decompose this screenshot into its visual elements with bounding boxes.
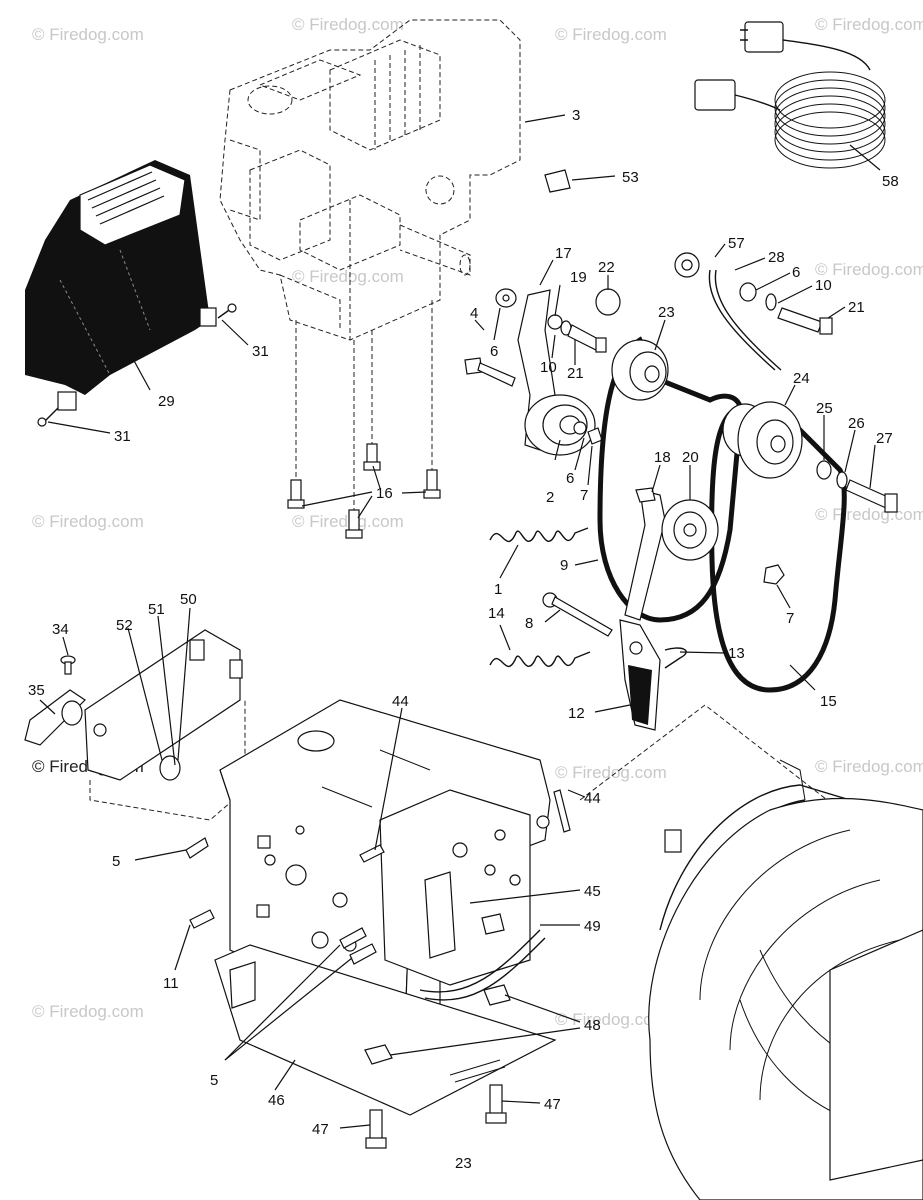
part-label: 14 [488, 605, 505, 622]
part-label: 13 [728, 645, 745, 662]
watermark: © Firedog.com [292, 512, 404, 531]
watermark: © Firedog.com [32, 1002, 144, 1021]
bottom-plate-46 [214, 944, 557, 1116]
part-label: 23 [658, 304, 675, 321]
drive-pulley-23 [611, 339, 669, 401]
bolt-4 [464, 357, 516, 387]
watermark: © Firedog.com [555, 25, 667, 44]
hairpin-13 [664, 647, 687, 669]
part-label: 6 [566, 470, 574, 487]
part-label: 26 [848, 415, 865, 432]
watermark: © Firedog.com [815, 260, 923, 279]
part-label: 15 [820, 693, 837, 710]
part-label: 2 [546, 489, 554, 506]
part-label: 10 [540, 359, 557, 376]
page-number: 23 [455, 1155, 472, 1172]
watermark: © Firedog.com [555, 1010, 667, 1029]
part-label: 27 [876, 430, 893, 447]
idler-bracket [517, 289, 603, 456]
bracket-50 [84, 629, 243, 781]
part-label: 35 [28, 682, 45, 699]
idler-arm [624, 487, 719, 621]
cover-screws [37, 303, 237, 427]
part-label: 5 [210, 1072, 218, 1089]
watermark: © Firedog.com [292, 15, 404, 34]
shift-rod [674, 252, 833, 371]
part-label: 49 [584, 918, 601, 935]
part-label: 21 [848, 299, 865, 316]
part-label: 58 [882, 173, 899, 190]
part-label: 16 [376, 485, 393, 502]
watermark: © Firedog.com [815, 15, 923, 34]
part-labels: 3 53 58 57 28 6 10 21 17 19 22 4 6 10 21… [28, 107, 899, 1138]
part-label: 46 [268, 1092, 285, 1109]
rivet-34 [60, 655, 76, 675]
leader-lines [39, 114, 881, 1129]
bolts-lower [185, 789, 571, 1149]
spring-1 [489, 527, 589, 543]
part-label: 47 [312, 1121, 329, 1138]
part-label: 31 [114, 428, 131, 445]
part-label: 5 [112, 853, 120, 870]
part-label: 44 [584, 790, 601, 807]
watermark: © Firedog.com [815, 757, 923, 776]
pulley-24 [722, 401, 803, 479]
part-label: 47 [544, 1096, 561, 1113]
part-label: 11 [163, 975, 179, 992]
part-label: 50 [180, 591, 197, 608]
part-label: 45 [584, 883, 601, 900]
part-label: 25 [816, 400, 833, 417]
watermark: © Firedog.com [32, 512, 144, 531]
part-label: 31 [252, 343, 269, 360]
pulley-hardware [816, 460, 898, 513]
watermark: © Firedog.com [32, 25, 144, 44]
extension-cord [694, 21, 886, 169]
rod-and-fittings [364, 913, 546, 1065]
part-label: 44 [392, 693, 409, 710]
part-label: 6 [792, 264, 800, 281]
part-label: 4 [470, 305, 478, 322]
pin-8 [542, 592, 613, 637]
part-label: 34 [52, 621, 69, 638]
part-label: 52 [116, 617, 133, 634]
part-label: 12 [568, 705, 585, 722]
part-label: 20 [682, 449, 699, 466]
part-label: 9 [560, 557, 568, 574]
part-label: 18 [654, 449, 671, 466]
brake-arm-12 [619, 619, 661, 731]
part-label: 7 [580, 487, 588, 504]
washer-52 [159, 755, 181, 781]
part-label: 24 [793, 370, 810, 387]
part-label: 19 [570, 269, 587, 286]
spring-14 [489, 651, 591, 668]
part-label: 22 [598, 259, 615, 276]
part-label: 29 [158, 393, 175, 410]
engine-outline [219, 19, 521, 515]
part-label: 10 [815, 277, 832, 294]
upper-hardware [495, 288, 621, 353]
watermark: © Firedog.com [815, 505, 923, 524]
lever-35 [24, 689, 86, 746]
part-label: 1 [494, 581, 502, 598]
auger-housing [579, 704, 923, 1200]
part-label: 3 [572, 107, 580, 124]
engine-mount-bolts [287, 443, 441, 539]
part-label: 8 [525, 615, 533, 632]
watermark: © Firedog.com [555, 763, 667, 782]
nut-7 [763, 564, 785, 585]
part-label: 6 [490, 343, 498, 360]
part-label: 48 [584, 1017, 601, 1034]
part-label: 17 [555, 245, 572, 262]
part-label: 28 [768, 249, 785, 266]
part-label: 7 [786, 610, 794, 627]
part-label: 53 [622, 169, 639, 186]
part-label: 21 [567, 365, 584, 382]
belt-cover [25, 160, 217, 411]
part-label: 57 [728, 235, 745, 252]
watermark: © Firedog.com [292, 267, 404, 286]
part-label: 51 [148, 601, 165, 618]
switch-key [544, 169, 571, 193]
